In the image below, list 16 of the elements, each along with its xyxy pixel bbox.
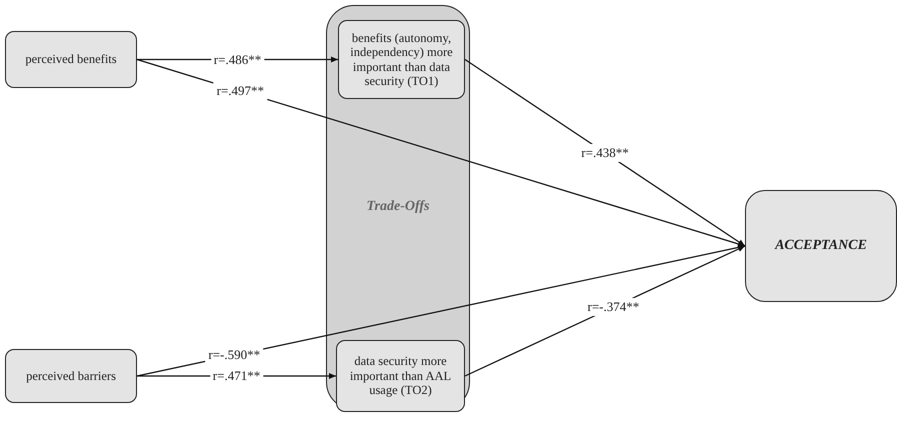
- rounded-box: [338, 20, 465, 99]
- node-label: ACCEPTANCE: [775, 238, 867, 254]
- rounded-box: [336, 340, 465, 412]
- arrow: [464, 59, 746, 246]
- group-panel: [326, 5, 470, 410]
- node-label: perceived benefits: [25, 52, 117, 67]
- rounded-box: [745, 190, 897, 302]
- edge-label: r=-.590**: [205, 346, 264, 364]
- edge-label: r=.497**: [214, 82, 268, 100]
- rounded-box: [5, 349, 137, 403]
- node-label: benefits (autonomy, independency) more important than data security (TO1): [349, 30, 454, 88]
- rounded-box: [5, 31, 137, 88]
- group-title: Trade-Offs: [366, 199, 430, 216]
- node-label: perceived barriers: [26, 368, 116, 384]
- node-label: data security more important than AAL usage (TO2): [348, 354, 452, 398]
- arrow: [136, 244, 746, 377]
